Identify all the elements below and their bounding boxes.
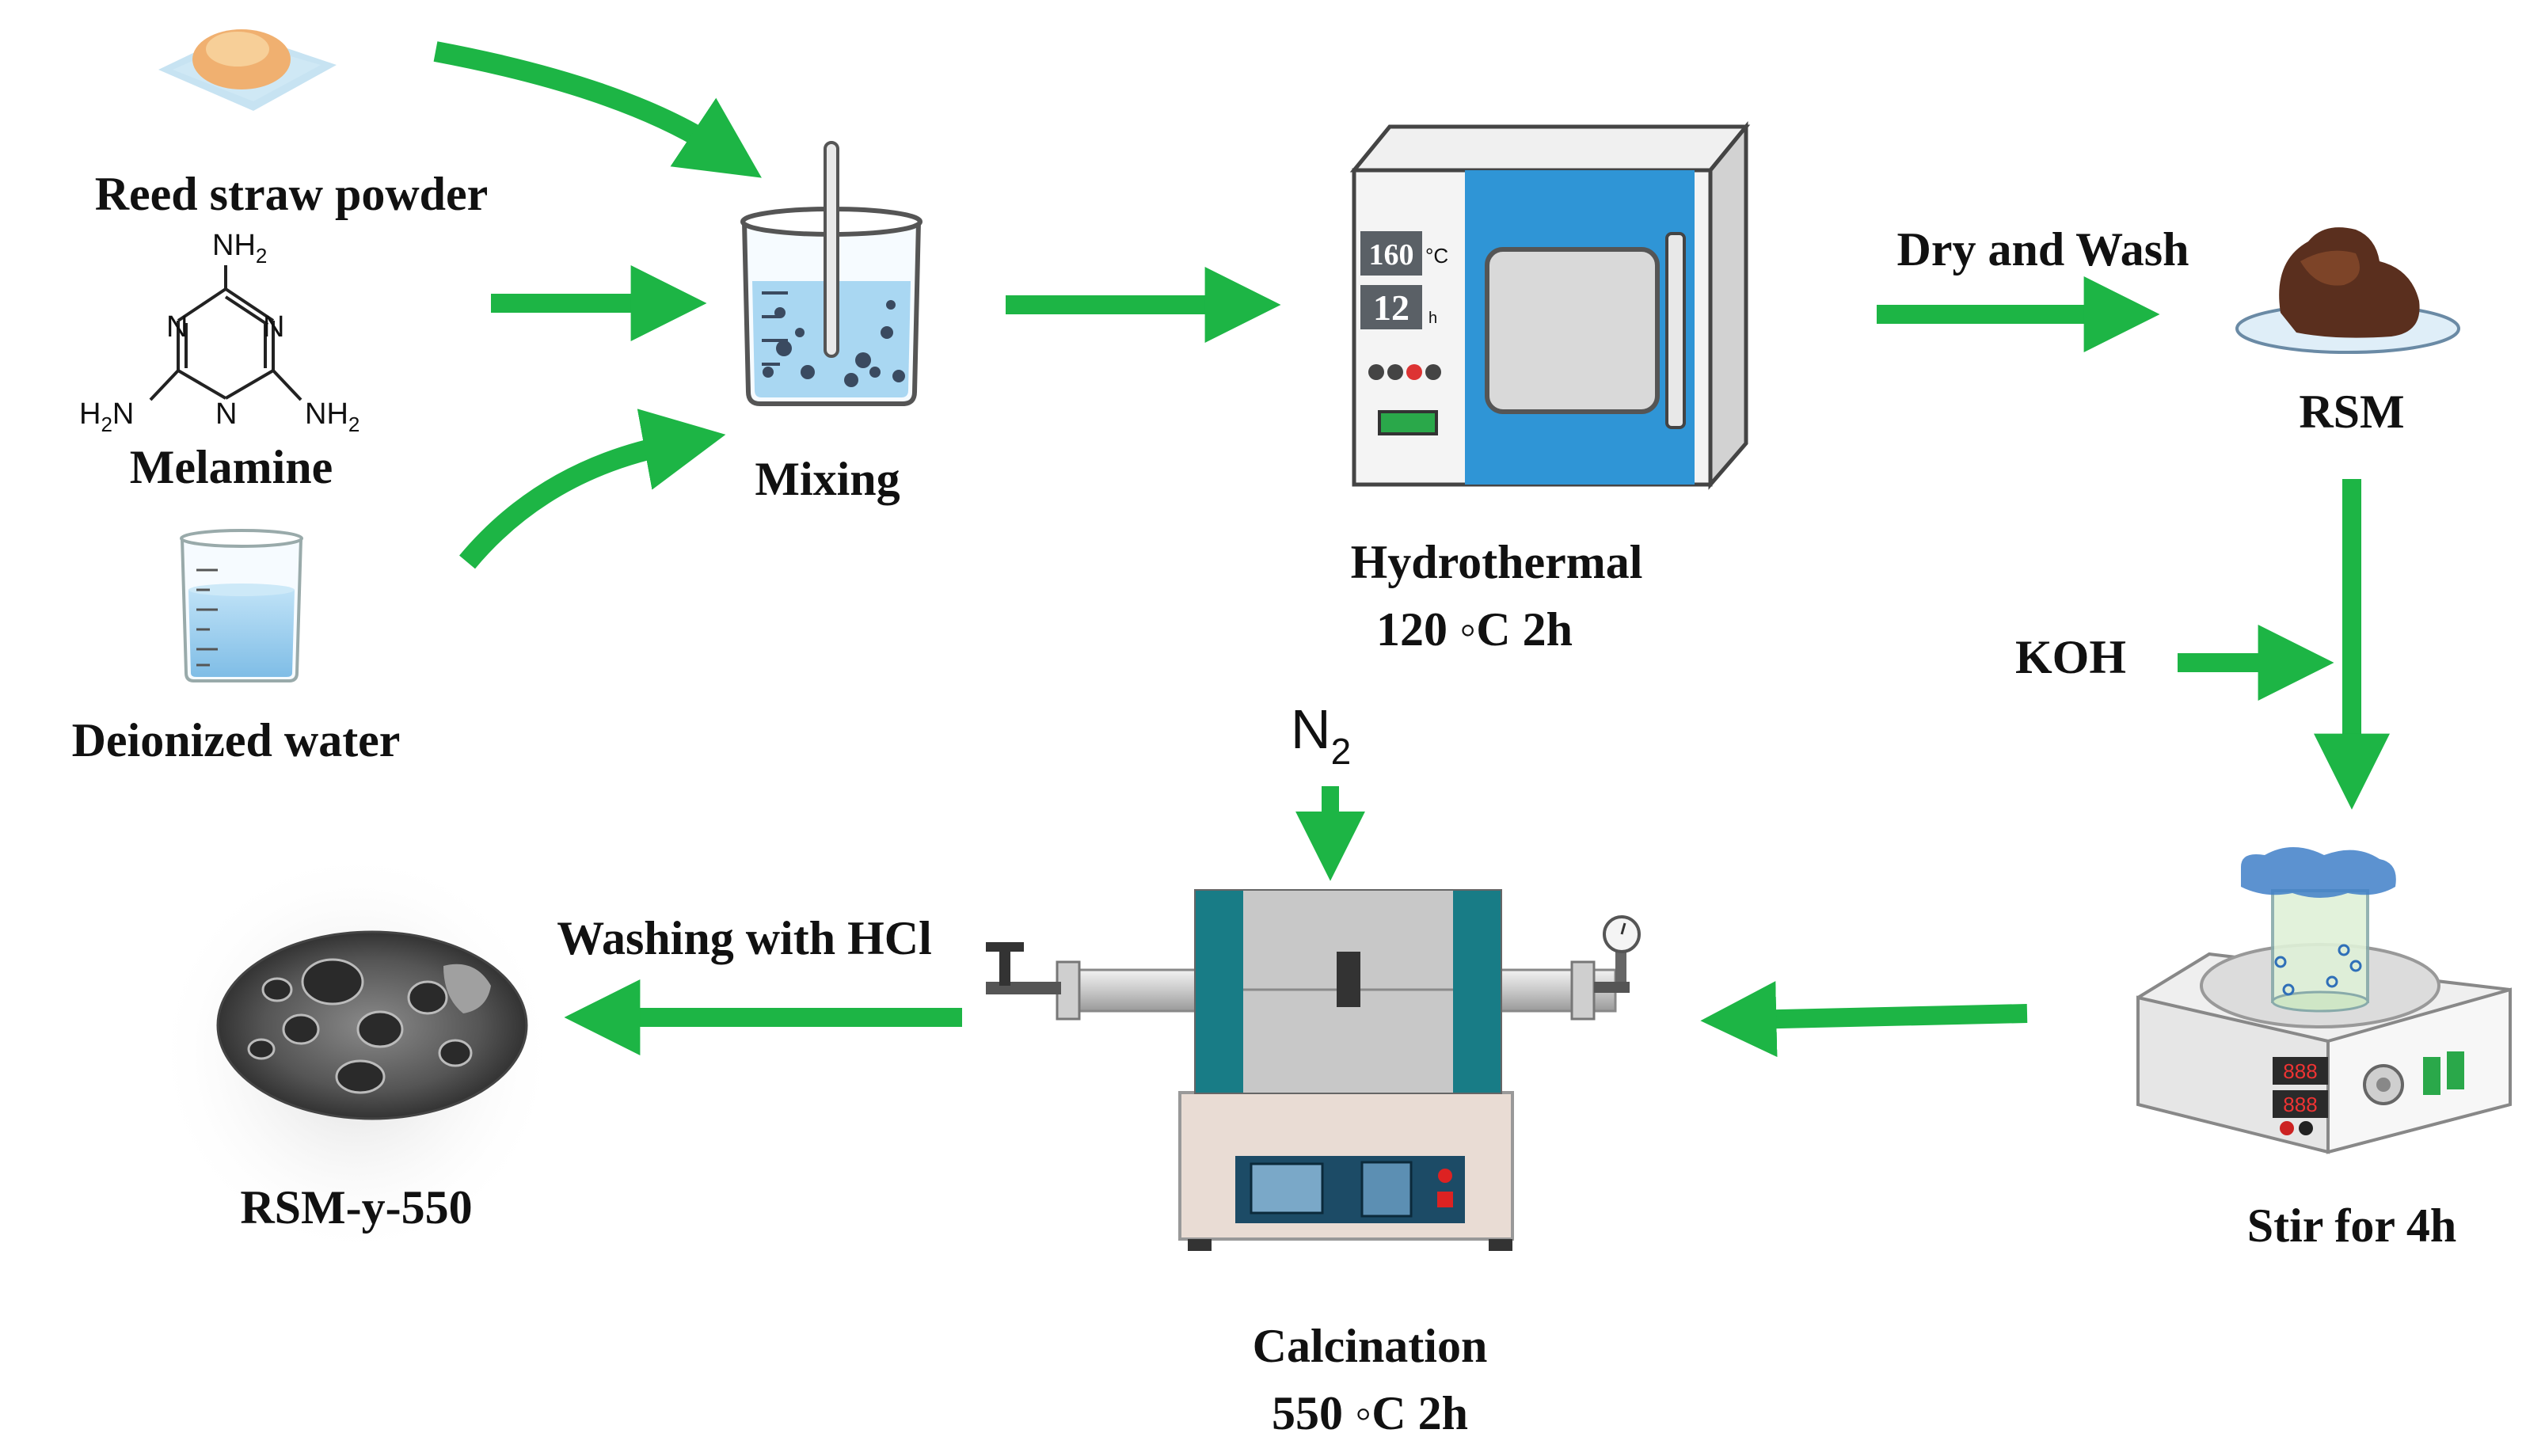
oven-temp-value: 160 [1369,238,1414,272]
oven-time-unit: h [1428,310,1437,327]
arrow-water-to-mixing [459,409,726,569]
melamine-top-nh: NH2 [212,229,267,268]
washing-hcl-label: Washing with HCl [557,912,931,964]
oven-temp-unit: °C [1425,244,1448,268]
melamine-structure: NH2 N N N H2N NH2 [79,229,359,436]
melamine-right-nh: NH2 [305,397,359,436]
oven-time-display [1360,285,1422,329]
hydrothermal-label: Hydrothermal [1351,536,1643,588]
melamine-label: Melamine [130,441,333,493]
product-label: RSM-y-550 [240,1181,472,1234]
melamine-ring-n3: N [215,397,237,431]
stirring-rod [824,141,839,358]
hydrothermal-conditions: 120 ◦C 2h [1376,603,1573,656]
rsm-sample-icon [2235,227,2460,354]
reed-straw-powder-icon [158,29,337,111]
mixing-label: Mixing [755,453,900,505]
oven-temp-display [1360,231,1422,276]
arrow-stir-to-calcination [1700,981,2028,1058]
mixing-beaker-icon [740,141,923,406]
svg-text:888: 888 [2283,1059,2317,1083]
n2-label: N2 [1291,698,1351,772]
reed-straw-powder-label: Reed straw powder [95,168,489,220]
water-beaker-icon [180,529,303,682]
calcination-label: Calcination [1253,1320,1488,1372]
svg-text:888: 888 [2283,1093,2317,1116]
melamine-left-nh: H2N [79,397,134,436]
oven-buttons [1368,364,1441,380]
calcination-conditions: 550 ◦C 2h [1272,1387,1468,1439]
deionized-water-label: Deionized water [72,714,401,766]
stir-label: Stir for 4h [2247,1199,2456,1252]
tube-furnace-icon [986,889,1641,1251]
koh-label: KOH [2015,631,2126,683]
oven-time-value: 12 [1373,287,1409,328]
stirrer-icon: 888 888 [2136,847,2512,1154]
melamine-ring-n1: N [166,310,188,344]
product-sem-image [154,847,558,1259]
melamine-ring-n2: N [263,310,284,344]
rsm-label: RSM [2299,386,2404,438]
arrows [433,41,2390,1058]
arrow-powder-to-mixing [433,41,762,178]
hydrothermal-oven-icon: 160 °C 12 h [1349,120,1751,490]
dry-and-wash-label: Dry and Wash [1896,223,2189,276]
